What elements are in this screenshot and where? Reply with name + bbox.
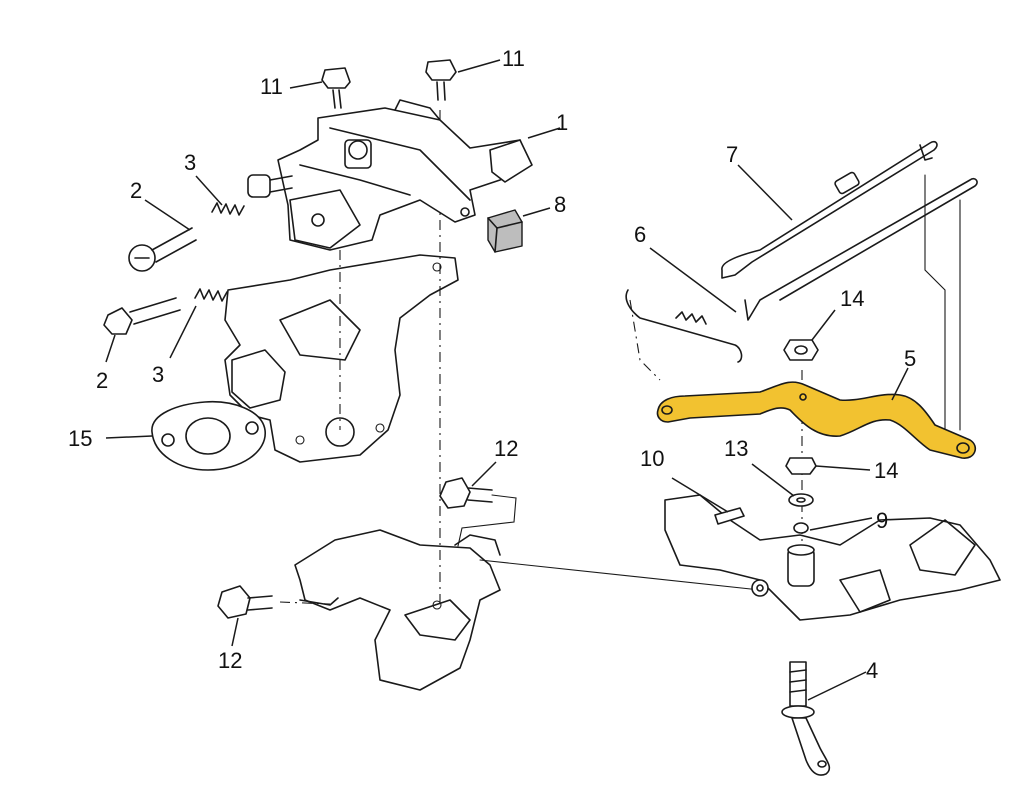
callout-12-lower: 12 bbox=[218, 648, 242, 673]
callout-5: 5 bbox=[904, 346, 916, 371]
callout-6: 6 bbox=[634, 222, 646, 247]
callout-11-left: 11 bbox=[260, 74, 283, 99]
leader-lines bbox=[105, 59, 909, 701]
governor-lever bbox=[656, 381, 977, 459]
callout-2-lower: 2 bbox=[96, 368, 108, 393]
gasket bbox=[151, 400, 266, 471]
callout-3-lower: 3 bbox=[152, 362, 164, 387]
callout-14-lower: 14 bbox=[874, 458, 898, 483]
governor-lever-highlighted bbox=[656, 381, 977, 459]
callout-15: 15 bbox=[68, 426, 92, 451]
callout-14-upper: 14 bbox=[840, 286, 864, 311]
hardware-small-parts bbox=[487, 209, 819, 534]
callout-4: 4 bbox=[866, 658, 878, 683]
callout-12-middle: 12 bbox=[494, 436, 518, 461]
callout-11-right: 11 bbox=[502, 46, 525, 71]
fasteners bbox=[103, 59, 831, 776]
callout-2-upper: 2 bbox=[130, 178, 142, 203]
callout-9: 9 bbox=[876, 508, 888, 533]
callout-8: 8 bbox=[554, 192, 566, 217]
engine-casting bbox=[664, 494, 1001, 621]
callout-7: 7 bbox=[726, 142, 738, 167]
callout-13: 13 bbox=[724, 436, 748, 461]
callout-labels: 1 2 2 3 3 4 5 6 7 8 9 10 11 11 12 12 13 … bbox=[68, 46, 916, 683]
mounting-plate bbox=[294, 529, 501, 691]
intake-body bbox=[224, 254, 459, 463]
callout-10: 10 bbox=[640, 446, 664, 471]
callout-3-upper: 3 bbox=[184, 150, 196, 175]
control-bracket-assembly bbox=[277, 99, 533, 251]
callout-1: 1 bbox=[556, 110, 568, 135]
governor-rod-and-spring bbox=[625, 140, 978, 431]
